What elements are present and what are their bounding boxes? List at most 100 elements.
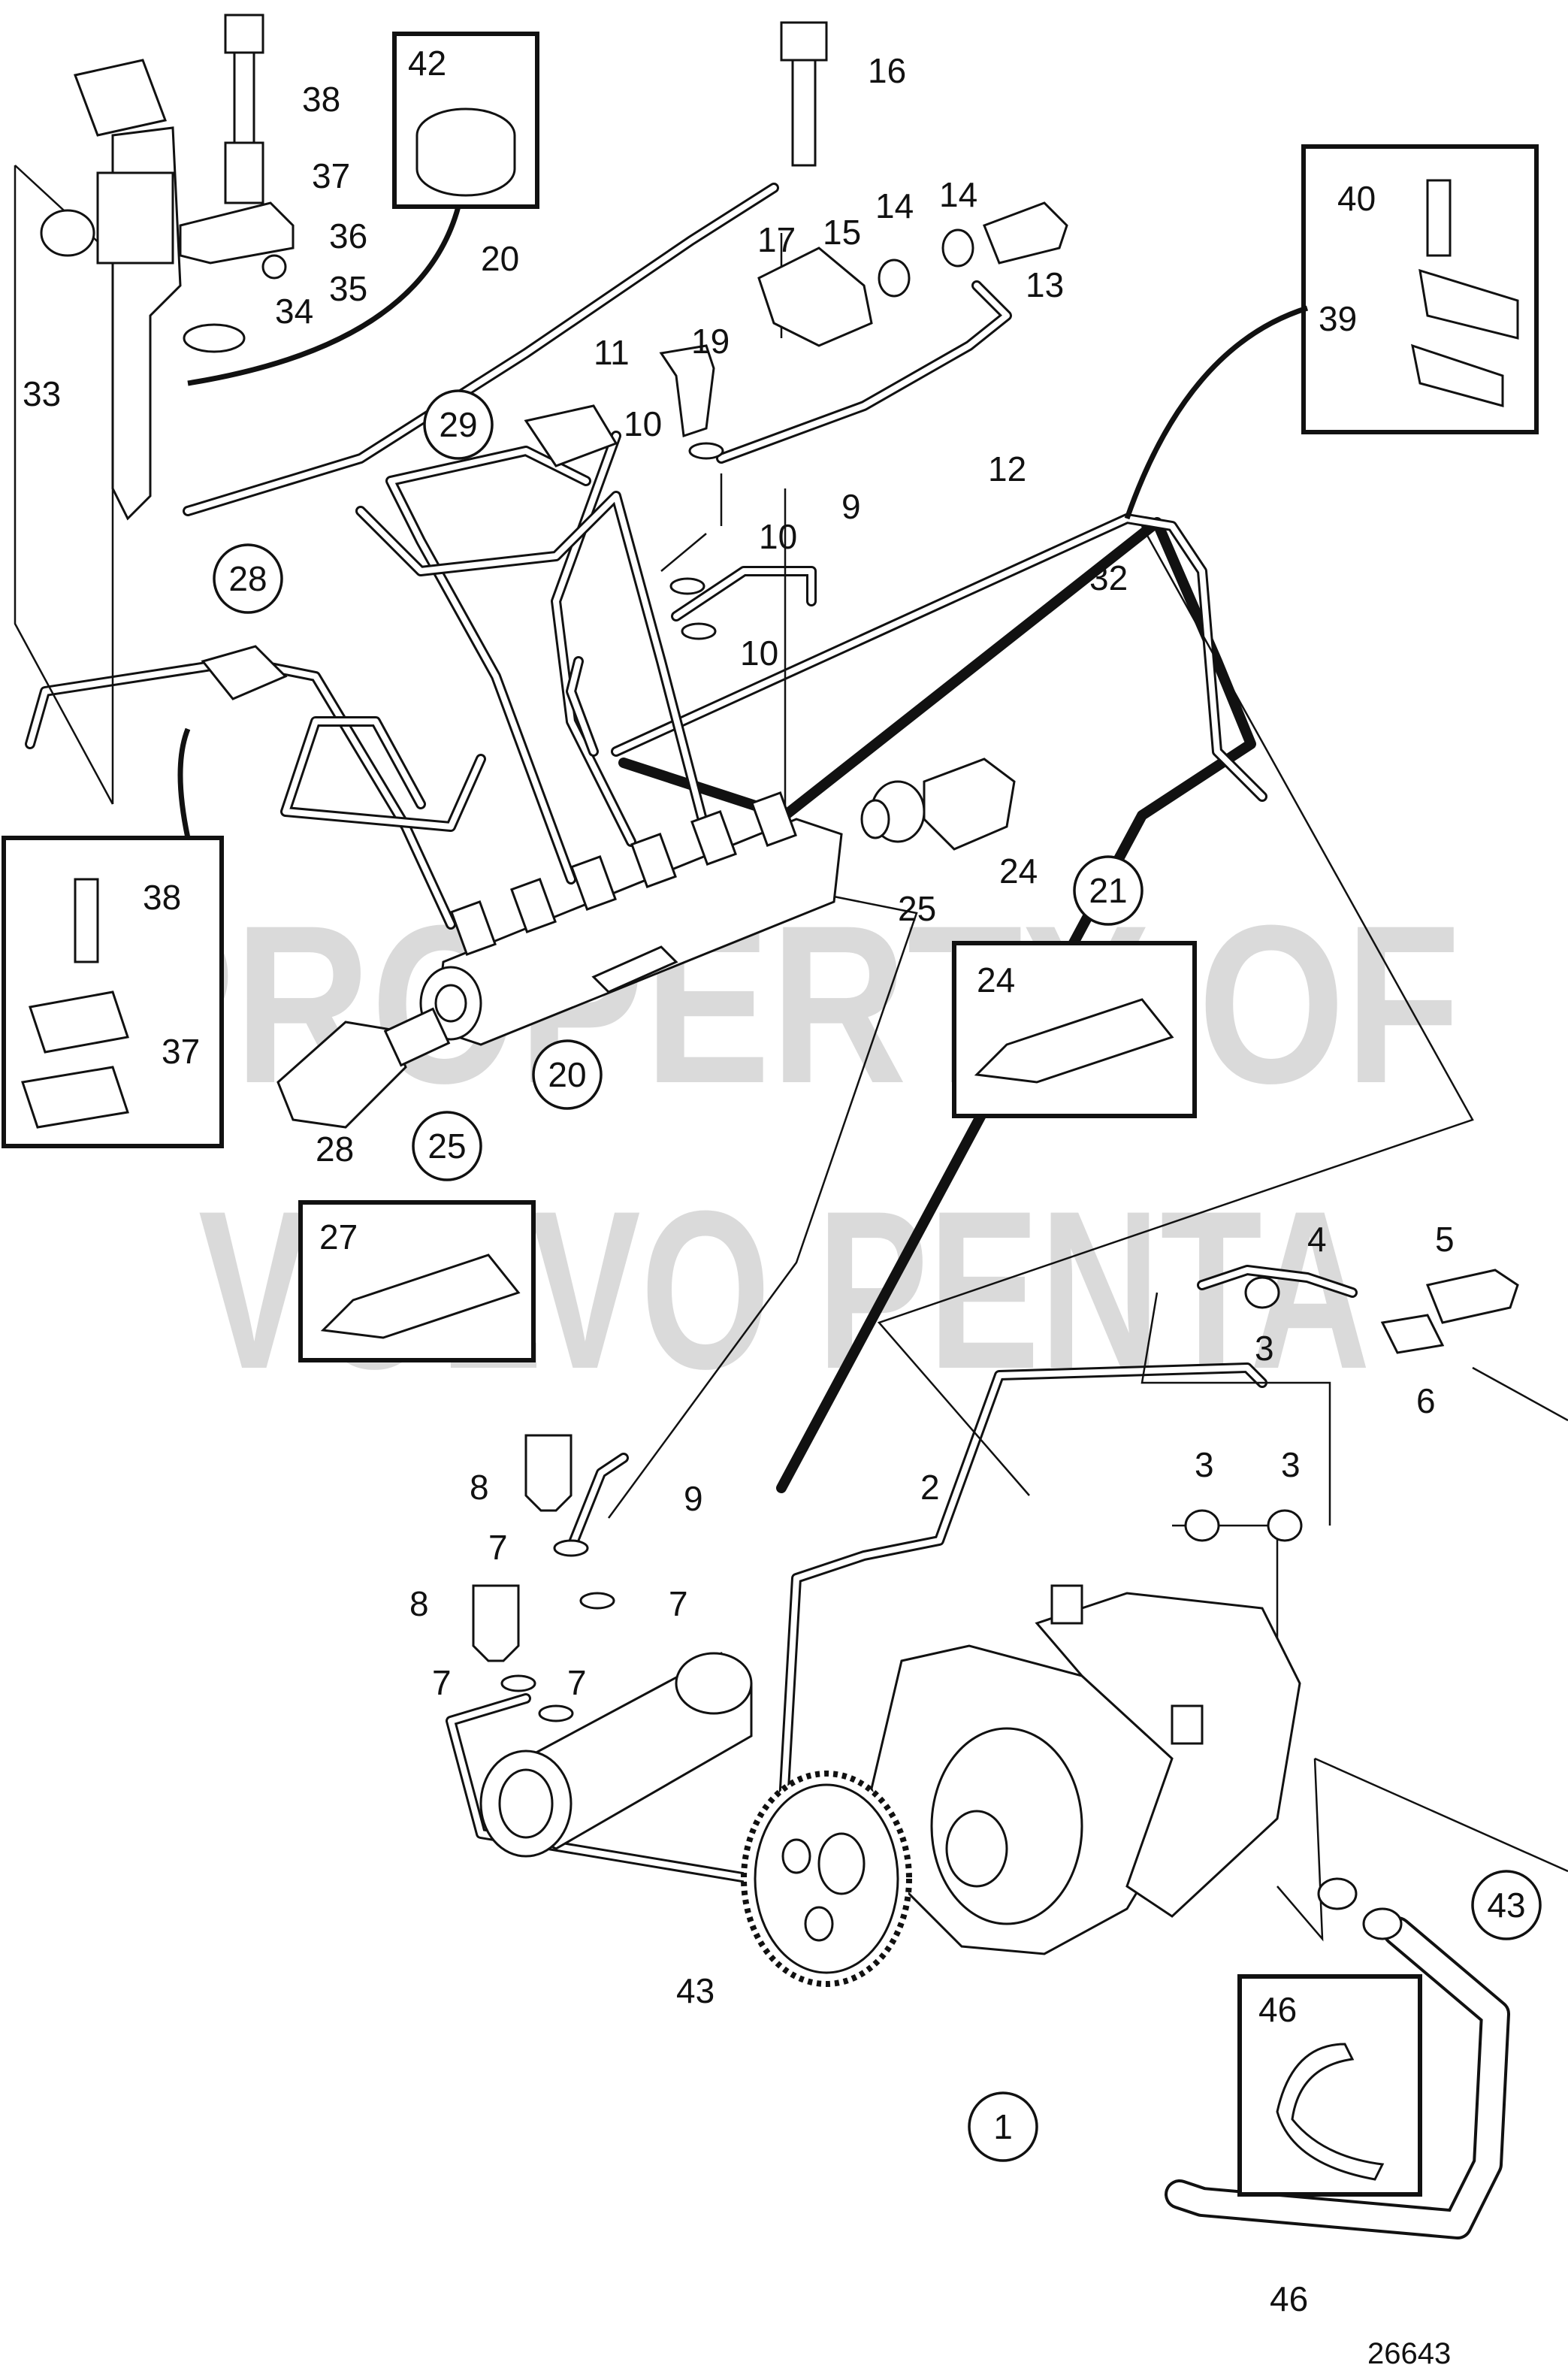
injector-clamp — [179, 14, 295, 280]
pipes — [25, 183, 1510, 2239]
bracket-29 — [524, 404, 618, 467]
injector — [40, 59, 182, 521]
callout-12: 12 — [988, 449, 1026, 488]
detail-box-39-label: 39 — [1319, 299, 1357, 338]
callout-26: 28 — [316, 1130, 354, 1169]
callout-13: 13 — [1026, 265, 1064, 304]
washer-3c — [1267, 1509, 1303, 1542]
callout-14b: 14 — [939, 175, 977, 214]
callout-10c: 10 — [740, 634, 778, 673]
detail-box-46-label: 46 — [1258, 1990, 1297, 2029]
tube-24 — [974, 998, 1174, 1084]
circled-callout-28: 28 — [228, 559, 267, 598]
callout-41: 43 — [676, 1971, 715, 2010]
circled-callout-1-ring — [968, 2091, 1038, 2162]
callout-23: 25 — [898, 889, 936, 928]
callout-2: 2 — [920, 1468, 940, 1507]
circled-callout-1: 1 — [993, 2107, 1013, 2146]
callout-34: 36 — [329, 216, 367, 256]
callout-36: 38 — [302, 80, 340, 119]
pump-gear — [741, 1771, 912, 1987]
banjo-15 — [757, 246, 873, 347]
callout-7d: 7 — [567, 1663, 587, 1702]
washer-10c — [681, 622, 717, 640]
banjo-bolt-8a — [524, 1434, 573, 1512]
callout-6: 6 — [1416, 1381, 1436, 1420]
bolt-38 — [74, 878, 99, 963]
callout-4: 4 — [1307, 1220, 1327, 1259]
circled-callout-43-ring — [1471, 1870, 1542, 1940]
o-ring-32 — [183, 323, 246, 353]
callout-32: 34 — [275, 292, 313, 331]
detail-box-38-label: 38 — [143, 878, 181, 917]
pipe-9-upper — [671, 566, 817, 621]
circled-callout-43: 43 — [1487, 1886, 1525, 1925]
washer-14a — [878, 259, 911, 298]
callout-30: 32 — [1089, 558, 1128, 597]
callout-5: 5 — [1435, 1220, 1455, 1259]
fuel-filter-housing — [479, 1652, 753, 1858]
callout-9b: 9 — [684, 1479, 703, 1518]
callout-3b: 3 — [1195, 1445, 1214, 1484]
circled-callout-29: 29 — [439, 405, 477, 444]
circled-callout-21: 21 — [1089, 871, 1127, 910]
washer-14b — [941, 228, 974, 268]
callout-18: 19 — [691, 322, 730, 361]
callout-7b: 7 — [669, 1584, 688, 1623]
circled-callouts: 28 29 21 20 25 43 1 — [213, 389, 1542, 2162]
callout-9a: 9 — [841, 487, 861, 526]
pipe-30-main — [611, 513, 1267, 802]
circled-callout-20: 20 — [548, 1055, 586, 1094]
callout-10b: 10 — [759, 517, 797, 556]
callout-19: 20 — [481, 239, 519, 278]
callout-16: 16 — [868, 51, 906, 90]
detail-boxes: 42 40 39 24 27 38 37 46 — [2, 32, 1539, 2197]
callout-8b: 8 — [409, 1584, 429, 1623]
washer-10b — [669, 577, 705, 595]
callout-22: 24 — [999, 851, 1038, 891]
circled-callout-28-ring — [213, 543, 283, 614]
detail-box-24-label: 24 — [977, 960, 1015, 999]
bolt-11 — [659, 344, 715, 438]
callout-15: 15 — [823, 213, 861, 252]
clamp-37 — [29, 990, 129, 1054]
clamp-39 — [1418, 268, 1519, 340]
common-rail — [419, 791, 843, 1046]
callout-7c: 7 — [432, 1663, 452, 1702]
detail-box-42-label: 42 — [408, 44, 446, 83]
high-pressure-pump — [870, 1584, 1301, 1955]
washer-7c — [500, 1674, 536, 1692]
callout-35: 37 — [312, 156, 350, 195]
callout-31: 33 — [23, 374, 61, 413]
callout-33: 35 — [329, 269, 367, 308]
circled-callout-21-ring — [1073, 855, 1144, 926]
callout-10a: 10 — [624, 404, 662, 443]
detail-box-40-label: 40 — [1337, 179, 1376, 218]
circled-callout-29-ring — [423, 389, 494, 460]
hose-clamp-45b — [1362, 1907, 1403, 1940]
pressure-valve — [860, 758, 1016, 851]
callout-labels: 38 37 36 35 34 33 20 16 17 15 14 14 13 1… — [23, 51, 1455, 2370]
washer-7d — [538, 1704, 574, 1722]
hose-clamp-45a — [1317, 1877, 1358, 1910]
callout-3a: 3 — [1255, 1329, 1274, 1368]
cable-tie-46 — [1276, 2043, 1385, 2181]
nipple-6 — [1380, 1314, 1445, 1354]
banjo-bolt-5 — [1425, 1269, 1519, 1324]
callout-14a: 14 — [875, 186, 914, 225]
washer-10a — [688, 442, 724, 460]
bracket-28 — [201, 645, 288, 700]
washer-3a — [1244, 1276, 1280, 1309]
parts — [40, 14, 1519, 1987]
callout-3c: 3 — [1281, 1445, 1301, 1484]
circled-callout-25-ring — [412, 1111, 482, 1181]
callout-8a: 8 — [470, 1468, 489, 1507]
washer-7a — [553, 1539, 589, 1557]
callout-44: 46 — [1270, 2279, 1308, 2318]
callout-11: 11 — [594, 333, 630, 372]
callout-7a: 7 — [488, 1528, 508, 1567]
drawing-number: 26643 — [1367, 2337, 1451, 2370]
circled-callout-25: 25 — [427, 1127, 466, 1166]
tube-27 — [320, 1254, 521, 1339]
